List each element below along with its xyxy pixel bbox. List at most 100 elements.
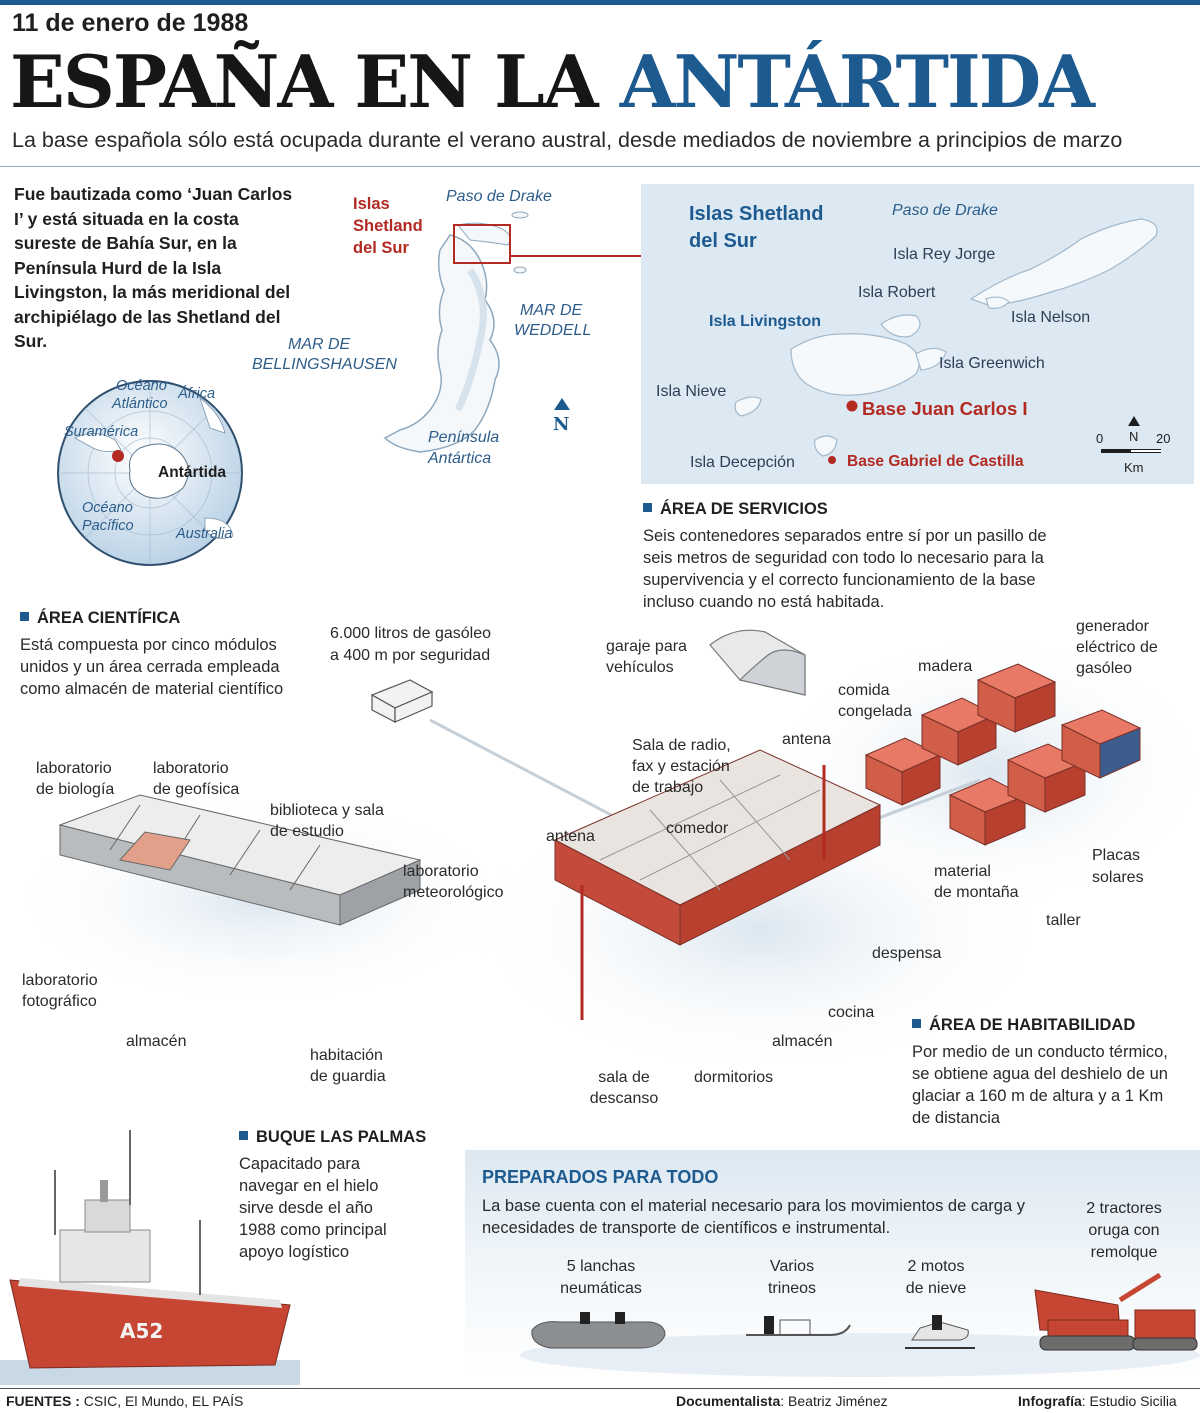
descanso-2: descanso	[589, 1090, 659, 1107]
detail-rey-jorge: Isla Rey Jorge	[893, 246, 996, 263]
despensa-label: despensa	[872, 945, 942, 962]
title-part-2: ANTÁRTIDA	[619, 39, 1095, 124]
material-montana-1: material	[934, 863, 991, 880]
madera-label: madera	[918, 658, 973, 675]
scale-km: Km	[1124, 460, 1144, 475]
title-part-1: ESPAÑA EN LA	[10, 39, 599, 124]
globe-label-atlantico-1: Océano	[116, 378, 167, 394]
detail-title-1: Islas Shetland	[689, 203, 824, 225]
comida-1: comida	[838, 682, 890, 699]
base-illustration	[0, 629, 1200, 1080]
documentalista-text: : Beatriz Jiménez	[780, 1393, 888, 1409]
servicios-heading: ÁREA DE SERVICIOS	[643, 500, 828, 519]
footer-rule	[0, 1388, 1200, 1389]
documentalista-label: Documentalista	[676, 1393, 781, 1409]
dormitorios-label: dormitorios	[694, 1069, 774, 1086]
lab-biologia-2: de biología	[36, 781, 115, 798]
ship-hull-mark: A52	[120, 1319, 163, 1343]
lab-geofisica-1: laboratorio	[153, 760, 229, 777]
material-montana-2: de montaña	[934, 884, 1019, 901]
placas-1: Placas	[1092, 847, 1141, 864]
buque-heading: BUQUE LAS PALMAS	[239, 1128, 426, 1147]
generador-3: gasóleo	[1076, 660, 1133, 677]
placas-2: solares	[1092, 869, 1144, 886]
radio-2: fax y estación	[632, 758, 730, 775]
cientifica-heading-text: ÁREA CIENTÍFICA	[37, 609, 181, 627]
biblioteca-2: de estudio	[270, 823, 344, 840]
footer-documentalista: Documentalista: Beatriz Jiménez	[676, 1393, 888, 1409]
pen-mar-bell-1: MAR DE	[288, 336, 351, 353]
intro-text: Fue bautizada como ‘Juan Carlos I’ y est…	[14, 184, 293, 351]
infografia-label: Infografía	[1018, 1393, 1082, 1409]
peninsula-map	[383, 211, 663, 453]
vehicles-illustration	[520, 1272, 1200, 1377]
lanchas-2: neumáticas	[560, 1280, 642, 1297]
page-title: ESPAÑA EN LA ANTÁRTIDA	[10, 44, 1095, 120]
tractores-3: remolque	[1090, 1244, 1158, 1261]
trineos-2: trineos	[767, 1280, 817, 1297]
habitabilidad-heading: ÁREA DE HABITABILIDAD	[912, 1016, 1135, 1035]
scale-twenty: 20	[1156, 431, 1171, 446]
pen-islas-3: del Sur	[353, 239, 409, 257]
gasoleo-label-2: a 400 m por seguridad	[330, 647, 491, 664]
servicios-heading-text: ÁREA DE SERVICIOS	[660, 500, 828, 518]
detail-nieve: Isla Nieve	[656, 383, 727, 400]
detail-greenwich: Isla Greenwich	[939, 355, 1045, 372]
antena-left-label: antena	[546, 828, 595, 845]
detail-base-gabriel: Base Gabriel de Castilla	[847, 453, 1024, 470]
gasoleo-label-1: 6.000 litros de gasóleo	[330, 625, 491, 642]
footer-fuentes: FUENTES : CSIC, El Mundo, EL PAÍS	[6, 1393, 243, 1409]
top-rule	[0, 0, 1200, 5]
lab-geofisica-2: de geofísica	[153, 781, 240, 798]
habitabilidad-almacen: almacén	[772, 1033, 833, 1050]
habitabilidad-body: Por medio de un conducto térmico, se obt…	[912, 1043, 1168, 1127]
detail-base-juan-carlos: Base Juan Carlos I	[862, 398, 1028, 419]
garaje-1: garaje para	[606, 638, 687, 655]
pen-mar-bell-2: BELLINGSHAUSEN	[252, 356, 397, 373]
cientifica-almacen: almacén	[126, 1033, 187, 1050]
scale-north: N	[1129, 429, 1139, 444]
globe-label-australia: Australia	[176, 526, 233, 542]
habitacion-guardia-1: habitación	[310, 1047, 383, 1064]
buque-square-icon	[239, 1131, 248, 1140]
detail-livingston: Isla Livingston	[709, 313, 822, 330]
descanso-1: sala de	[598, 1069, 650, 1086]
globe-map	[57, 380, 243, 566]
antena-top-label: antena	[782, 731, 831, 748]
lab-meteorologico-2: meteorológico	[403, 884, 504, 901]
lab-fotografico-2: fotográfico	[22, 993, 97, 1010]
servicios-square-icon	[643, 503, 652, 512]
date-kicker: 11 de enero de 1988	[12, 9, 249, 37]
taller-label: taller	[1046, 912, 1081, 929]
radio-3: de trabajo	[632, 779, 704, 796]
footer-infografia: Infografía: Estudio Sicilia	[1018, 1393, 1177, 1409]
preparados-heading: PREPARADOS PARA TODO	[482, 1167, 719, 1187]
globe-label-africa: África	[178, 386, 216, 402]
infografia-text: : Estudio Sicilia	[1081, 1393, 1177, 1409]
tractores-1: 2 tractores	[1086, 1200, 1162, 1217]
servicios-body: Seis contenedores separados entre sí por…	[643, 527, 1047, 611]
cocina-label: cocina	[828, 1004, 875, 1021]
cientifica-heading: ÁREA CIENTÍFICA	[20, 609, 180, 628]
pen-north-label: N	[553, 414, 570, 435]
subtitle-rule	[0, 166, 1200, 167]
pen-islas-1: Islas	[353, 195, 390, 213]
detail-map-islands	[734, 218, 1161, 464]
detail-decepcion: Isla Decepción	[690, 454, 795, 471]
ship-illustration: A52	[0, 1130, 300, 1385]
detail-robert: Isla Robert	[858, 284, 936, 301]
fuentes-label: FUENTES :	[6, 1393, 80, 1409]
globe-label-pacifico-1: Océano	[82, 500, 133, 516]
pen-peninsula-2: Antártica	[428, 450, 492, 467]
pen-islas-2: Shetland	[353, 217, 423, 235]
pen-mar-weddell-2: WEDDELL	[514, 322, 592, 339]
generador-1: generador	[1076, 618, 1149, 635]
detail-paso-drake: Paso de Drake	[892, 202, 998, 219]
lab-meteorologico-1: laboratorio	[403, 863, 479, 880]
motos-1: 2 motos	[907, 1258, 965, 1275]
biblioteca-1: biblioteca y sala	[270, 802, 384, 819]
motos-2: de nieve	[905, 1280, 967, 1297]
scale-zero: 0	[1096, 431, 1104, 446]
buque-body: Capacitado para navegar en el hielo sirv…	[239, 1155, 387, 1261]
habitabilidad-square-icon	[912, 1019, 921, 1028]
